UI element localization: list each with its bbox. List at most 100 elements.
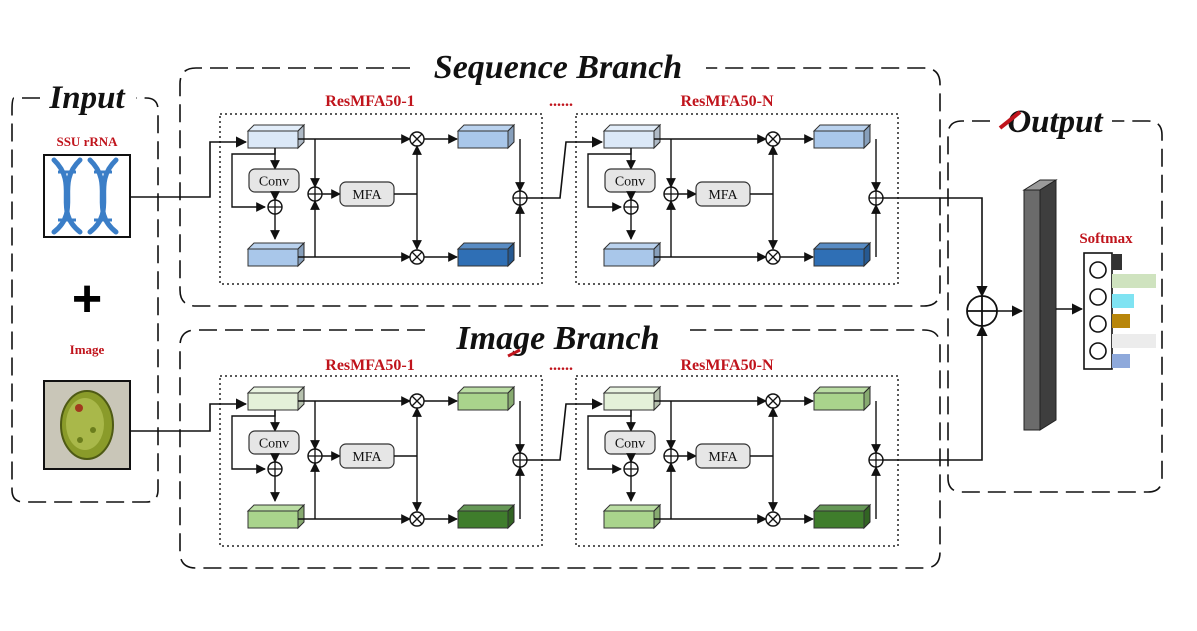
feature-block-bottom-output [812, 241, 872, 268]
mfa-box: MFA [339, 443, 395, 469]
add-node [868, 190, 884, 206]
red-strike-mark [998, 110, 1022, 130]
softmax-bar [1112, 274, 1156, 288]
feature-block-conv [602, 503, 662, 530]
softmax-layer [1083, 252, 1113, 370]
softmax-node [1089, 261, 1107, 279]
plus-sign: + [72, 270, 102, 328]
add-node [512, 190, 528, 206]
add-node [267, 461, 283, 477]
cell-image [43, 380, 131, 470]
add-node [512, 452, 528, 468]
img-to-fusion [882, 324, 988, 461]
mfa-box: MFA [695, 443, 751, 469]
seq-dots: ...... [549, 93, 573, 110]
fully-connected-layer [1022, 179, 1058, 431]
feature-block-top-output [812, 385, 872, 412]
softmax-bar [1112, 294, 1134, 308]
add-node [307, 448, 323, 464]
add-node [868, 452, 884, 468]
image-label: Image [70, 342, 105, 357]
sequence-branch-border [179, 67, 941, 307]
sequence-branch-title: Sequence Branch [434, 49, 682, 86]
feature-block-conv [602, 241, 662, 268]
conv-box: Conv [604, 430, 656, 455]
red-stroke-mark [507, 348, 521, 358]
add-node [663, 448, 679, 464]
feature-block-top-output [456, 123, 516, 150]
img-dots: ...... [549, 357, 573, 374]
multiply-node [765, 131, 781, 147]
multiply-node [409, 249, 425, 265]
add-node [307, 186, 323, 202]
add-node [663, 186, 679, 202]
feature-block-bottom-output [456, 503, 516, 530]
mfa-box-label: MFA [708, 450, 738, 465]
softmax-output-bars [1112, 254, 1156, 368]
softmax-bar [1112, 334, 1156, 348]
mfa-box-label: MFA [352, 450, 382, 465]
conv-box-label: Conv [615, 175, 645, 190]
feature-block-bottom-output [456, 241, 516, 268]
sequence-branch-panel: Sequence Branch ResMFA50-1 ...... ResMFA… [179, 49, 941, 307]
input-panel-border [11, 97, 159, 503]
image-branch-title: Image Branch [455, 320, 659, 357]
conv-box: Conv [604, 168, 656, 193]
conv-box-label: Conv [615, 437, 645, 452]
conv-box: Conv [248, 168, 300, 193]
add-node [623, 199, 639, 215]
softmax-bar [1112, 354, 1130, 368]
seq-block-link [526, 136, 604, 199]
conv-box-label: Conv [259, 175, 289, 190]
ssu-rrna-label: SSU rRNA [56, 134, 118, 149]
add-node [623, 461, 639, 477]
img-block1-label: ResMFA50-1 [325, 357, 414, 374]
multiply-node [409, 511, 425, 527]
feature-block-input [602, 123, 662, 150]
seq-input-connector [130, 136, 248, 198]
mfa-box-label: MFA [708, 188, 738, 203]
multiply-node [765, 511, 781, 527]
conv-box-label: Conv [259, 437, 289, 452]
input-panel: Input SSU rRNA + Image [11, 80, 159, 503]
softmax-bar [1112, 254, 1122, 270]
feature-block-input [246, 385, 306, 412]
image-branch-panel: Image Branch ResMFA50-1 ...... ResMFA50-… [179, 320, 941, 569]
softmax-node [1089, 315, 1107, 333]
feature-block-conv [246, 503, 306, 530]
multiply-node [765, 393, 781, 409]
output-panel: Output Softmax [947, 104, 1163, 493]
seq-blockN-label: ResMFA50-N [680, 93, 773, 110]
feature-block-input [602, 385, 662, 412]
multiply-node [409, 131, 425, 147]
output-title: Output [1007, 104, 1103, 140]
feature-block-input [246, 123, 306, 150]
seq-to-fusion [882, 197, 988, 298]
mfa-box: MFA [339, 181, 395, 207]
softmax-label: Softmax [1079, 231, 1133, 247]
softmax-node [1089, 288, 1107, 306]
fusion-add-node [966, 295, 998, 327]
multiply-node [765, 249, 781, 265]
img-blockN-label: ResMFA50-N [680, 357, 773, 374]
output-panel-border [947, 120, 1163, 493]
multiply-node [409, 393, 425, 409]
mfa-box: MFA [695, 181, 751, 207]
image-branch-border [179, 329, 941, 569]
softmax-bar [1112, 314, 1130, 328]
softmax-node [1089, 342, 1107, 360]
feature-block-conv [246, 241, 306, 268]
connections [130, 136, 988, 461]
feature-block-top-output [456, 385, 516, 412]
img-input-connector [130, 398, 248, 432]
feature-block-top-output [812, 123, 872, 150]
feature-block-bottom-output [812, 503, 872, 530]
conv-box: Conv [248, 430, 300, 455]
mfa-box-label: MFA [352, 188, 382, 203]
